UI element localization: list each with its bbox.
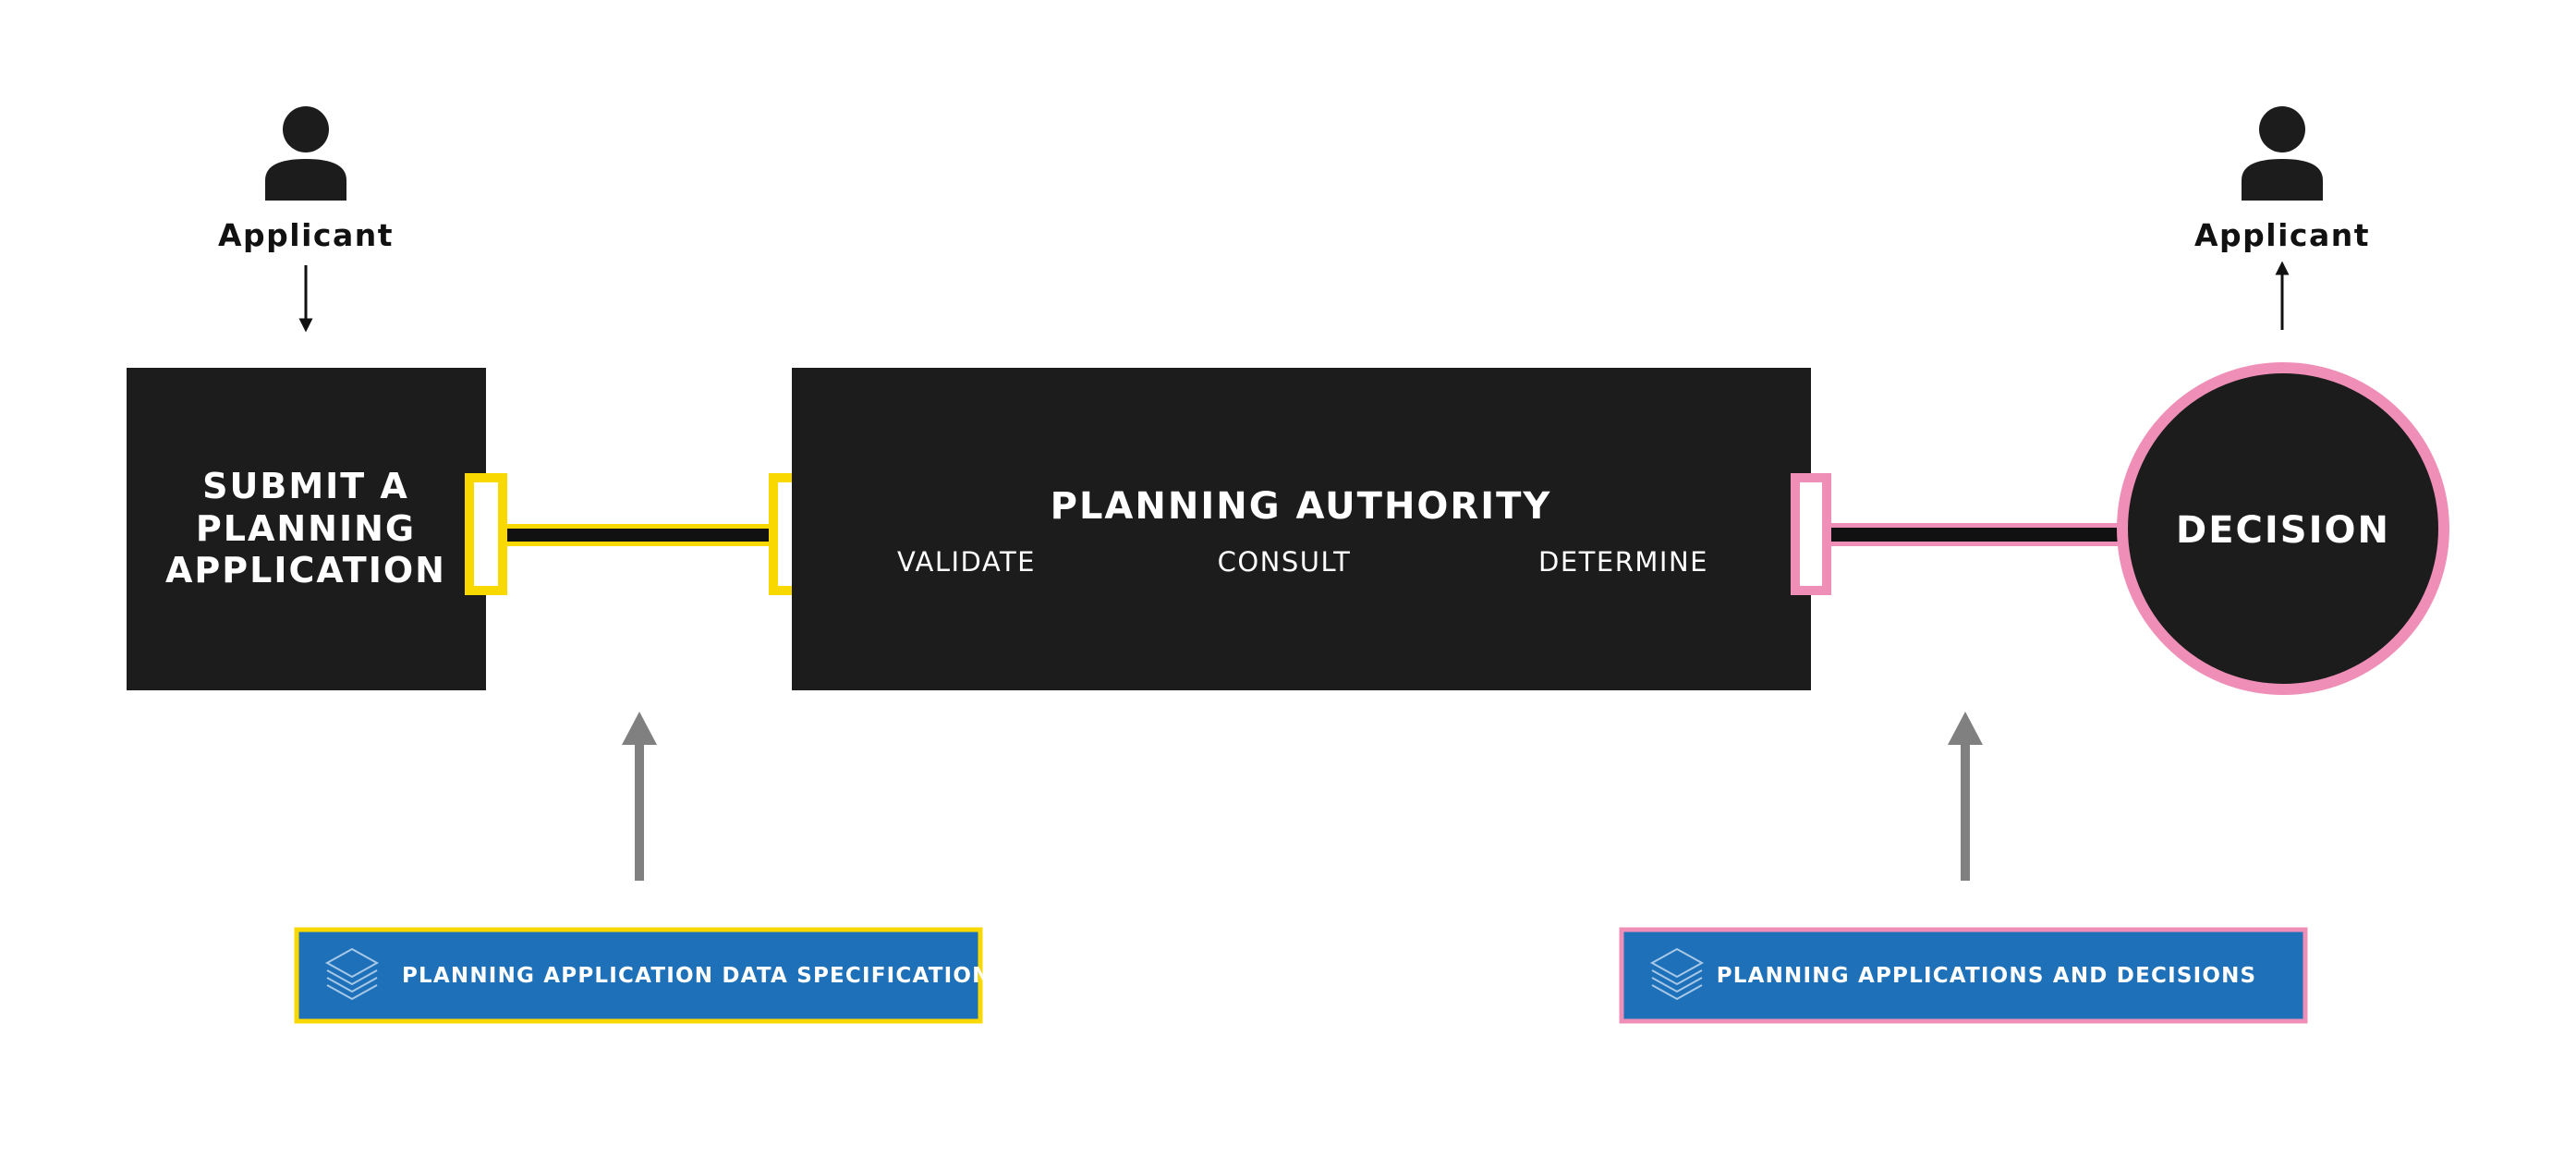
- layers-icon: [1649, 947, 1705, 1001]
- left-socket: [465, 473, 507, 595]
- right-applicant-label: Applicant: [2194, 217, 2370, 253]
- step-validate: VALIDATE: [897, 546, 1036, 578]
- submit-line-3: APPLICATION: [165, 550, 446, 591]
- step-determine: DETERMINE: [1538, 546, 1708, 578]
- submit-application-box: SUBMIT A PLANNING APPLICATION: [127, 368, 486, 690]
- pink-connector: [1791, 473, 2130, 595]
- left-applicant: Applicant: [218, 106, 394, 333]
- submit-line-2: PLANNING: [196, 508, 416, 549]
- data-specifications-label: PLANNING APPLICATION DATA SPECIFICATIONS: [402, 964, 1007, 988]
- right-applicant: Applicant: [2194, 106, 2370, 330]
- pink-socket: [1791, 473, 1831, 595]
- layers-icon: [324, 947, 380, 1001]
- step-consult: CONSULT: [1218, 546, 1352, 578]
- decision-label: DECISION: [2176, 509, 2390, 552]
- authority-title: PLANNING AUTHORITY: [1051, 485, 1552, 528]
- yellow-connector: [465, 473, 811, 595]
- left-applicant-label: Applicant: [218, 217, 394, 253]
- applications-decisions-label: PLANNING APPLICATIONS AND DECISIONS: [1717, 964, 2257, 988]
- gray-arrow-right: [1948, 712, 1983, 881]
- planning-authority-box: PLANNING AUTHORITY VALIDATE CONSULT DETE…: [792, 368, 1811, 690]
- person-icon: [265, 106, 346, 201]
- data-specifications-box: PLANNING APPLICATION DATA SPECIFICATIONS: [294, 927, 1007, 1024]
- person-icon: [2242, 106, 2323, 201]
- decision-circle: DECISION: [2117, 362, 2449, 695]
- applications-decisions-box: PLANNING APPLICATIONS AND DECISIONS: [1619, 927, 2308, 1024]
- gray-arrow-left: [622, 712, 657, 881]
- submit-line-1: SUBMIT A: [202, 466, 409, 506]
